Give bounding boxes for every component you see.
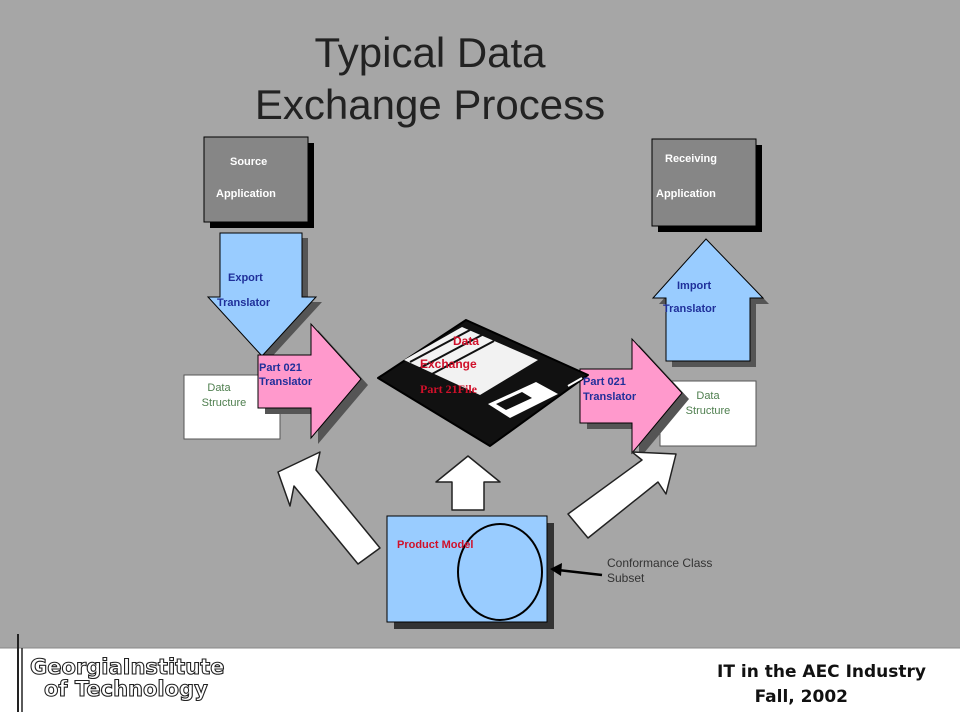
title-line2: Exchange Process <box>254 81 606 128</box>
data-structure-right-line1: Data <box>696 390 720 402</box>
part021-left-line1: Part 021 <box>259 362 302 374</box>
part021-left-line2: Translator <box>259 376 313 388</box>
title-line1: Typical Data <box>314 29 546 76</box>
logo-line1: GeorgiaInstitute <box>30 655 224 679</box>
part021-right-line2: Translator <box>583 391 637 403</box>
receiving-application-box <box>651 138 762 232</box>
import-label-line2: Translator <box>663 303 717 315</box>
floppy-disk-icon <box>377 319 589 447</box>
data-structure-left-line1: Data <box>207 382 231 394</box>
data-structure-right-line2: Structure <box>685 405 731 417</box>
import-label-line1: Import <box>677 280 712 292</box>
disk-label-line2: Exchange <box>420 357 477 371</box>
data-structure-left-line2: Structure <box>201 397 247 409</box>
import-translator-arrow <box>651 238 769 367</box>
footer-line2: Fall, 2002 <box>754 687 848 707</box>
product-model-box <box>386 515 554 629</box>
export-translator-arrow <box>206 232 322 361</box>
flow-arrow-right <box>567 451 677 539</box>
disk-label-line1: Data <box>453 334 480 348</box>
part021-right-line1: Part 021 <box>583 376 626 388</box>
conformance-label-line2: Subset <box>607 571 645 585</box>
part021-left-arrow <box>257 322 368 444</box>
logo-line2: of Technology <box>44 677 208 701</box>
source-application-box <box>203 136 314 228</box>
conformance-subset-ellipse <box>457 523 543 621</box>
conformance-pointer-line <box>557 568 603 577</box>
source-label-line1: Source <box>230 156 268 168</box>
source-label-line2: Application <box>216 188 276 200</box>
disk-label-line3: Part 21File <box>420 382 477 396</box>
export-label-line1: Export <box>228 272 263 284</box>
conformance-pointer-head <box>550 563 562 576</box>
receiving-label-line1: Receiving <box>665 153 717 165</box>
flow-arrow-left <box>277 451 381 565</box>
receiving-label-line2: Application <box>656 188 716 200</box>
conformance-label-line1: Conformance Class <box>607 556 713 570</box>
export-label-line2: Translator <box>217 297 271 309</box>
flow-arrow-up <box>435 455 501 511</box>
part021-right-arrow <box>579 337 689 459</box>
georgia-tech-logo: GeorgiaInstitute of Technology <box>17 634 225 712</box>
product-model-label: Product Model <box>397 539 474 551</box>
footer-line1: IT in the AEC Industry <box>717 662 926 682</box>
